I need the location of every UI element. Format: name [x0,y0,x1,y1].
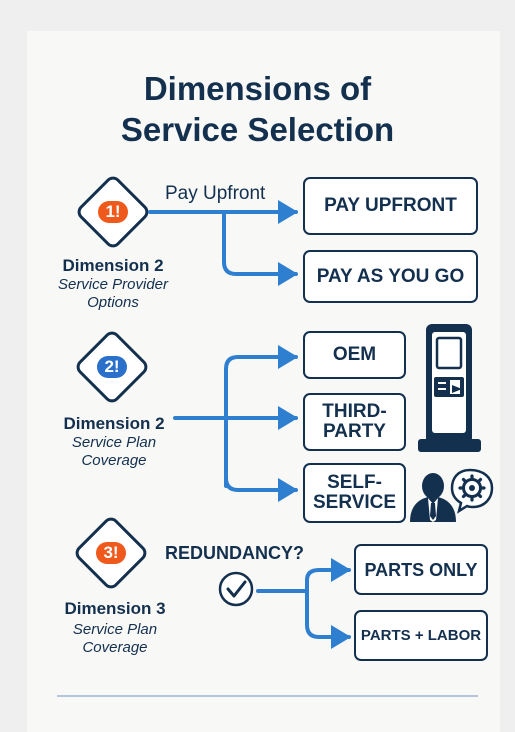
option-oem[interactable]: OEM [303,331,406,379]
connectors-section-3 [256,558,351,649]
dimension-label-1-title: Dimension 2 [62,256,164,275]
badge-number-1: 1! [105,202,121,221]
badge-number-3: 3! [103,543,119,562]
dimension-label-2: Dimension 2 Service Plan Coverage [40,414,188,470]
badge-number-2: 2! [104,357,120,376]
connectors-section-1 [148,200,298,286]
option-parts-only[interactable]: PARTS ONLY [354,544,488,595]
dimension-label-3: Dimension 3 Service Plan Coverage [40,599,190,657]
dimension-label-1: Dimension 2 Service Provider Options [42,256,184,312]
diamond-3 [75,517,147,589]
title-line-1: Dimensions of [143,70,372,107]
diamond-1 [77,176,149,248]
kiosk-icon [418,324,481,452]
dimension-label-1-subtitle: Service Provider Options [57,276,169,311]
check-circle-icon [218,571,254,607]
dimension-label-3-title: Dimension 3 [64,599,166,618]
diamond-2 [76,331,148,403]
title-line-2: Service Selection [120,111,395,148]
option-pay-as-you-go[interactable]: PAY AS YOU GO [303,250,478,303]
option-third-party[interactable]: THIRD-PARTY [303,393,406,451]
person-icon [410,473,456,522]
dimension-label-2-subtitle: Service Plan Coverage [71,434,157,469]
dimension-label-3-subtitle: Service Plan Coverage [72,621,158,656]
option-self-service[interactable]: SELF-SERVICE [303,463,406,523]
redundancy-question: REDUNDANCY? [165,543,304,563]
arrow-label-pay-upfront: Pay Upfront [165,183,266,204]
gear-icon [450,468,494,514]
option-parts-labor[interactable]: PARTS + LABOR [354,610,488,661]
dimension-label-2-title: Dimension 2 [63,414,165,433]
option-pay-upfront[interactable]: PAY UPFRONT [303,177,478,235]
connectors-section-2 [173,345,298,502]
